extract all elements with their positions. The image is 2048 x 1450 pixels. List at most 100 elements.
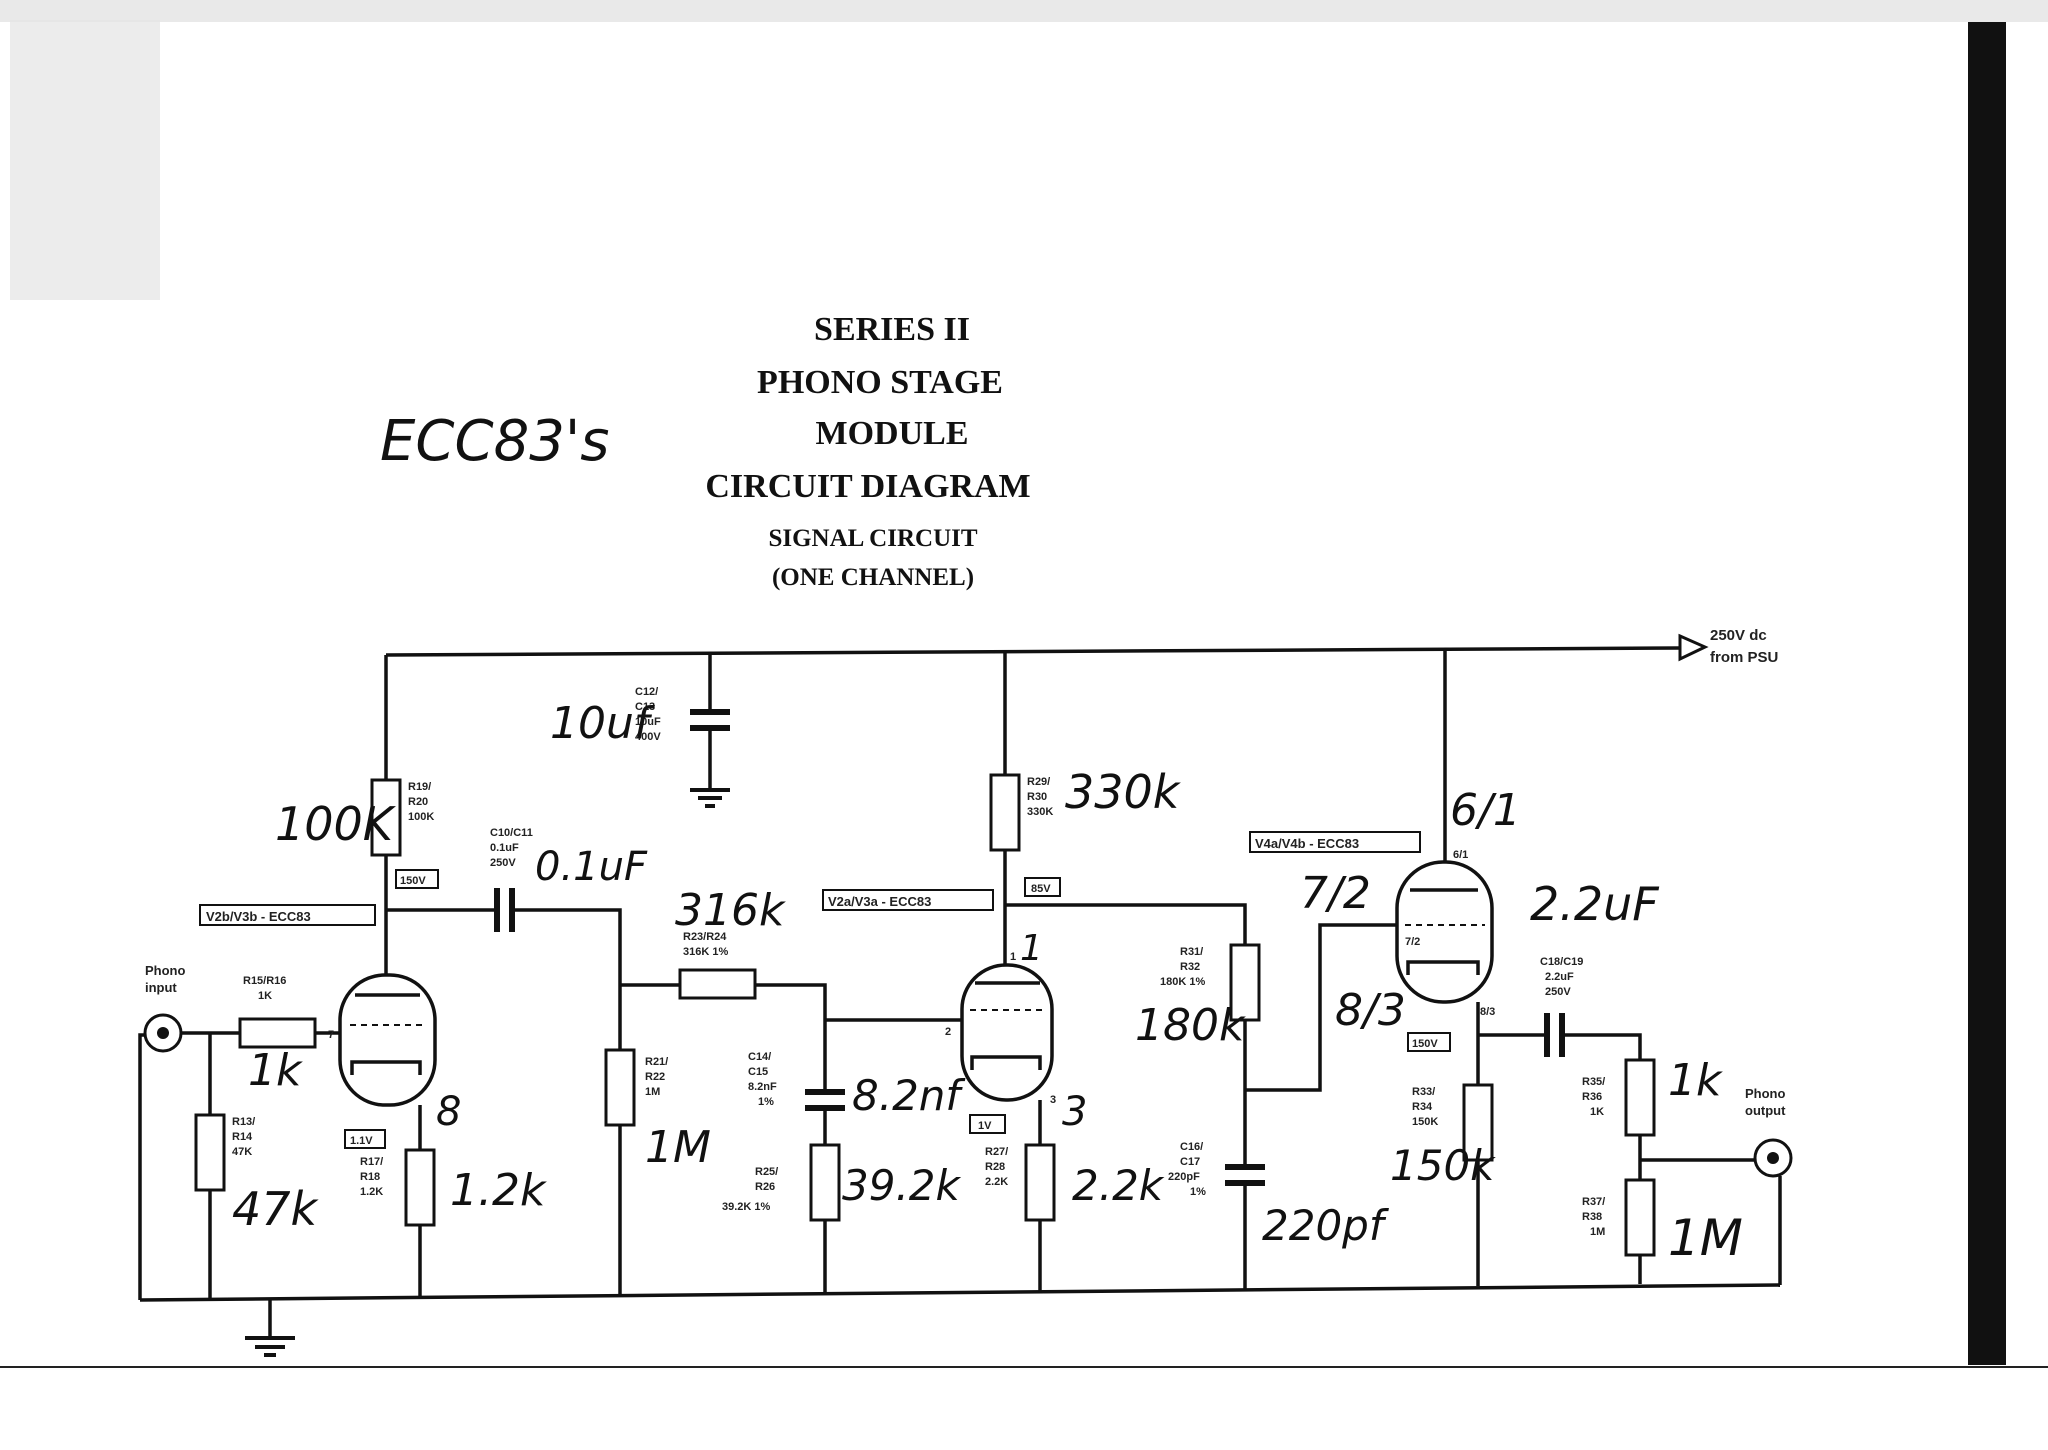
capacitor-c12: C12/ C13 10uF 400V 10uf	[550, 655, 730, 808]
svg-text:1K: 1K	[258, 990, 272, 1002]
svg-text:85V: 85V	[1031, 883, 1051, 895]
resistor-r17: 1.1V R17/ R18 1.2K 1.2k	[344, 1105, 547, 1298]
capacitor-c16: C16/ C17 220pF 1% 220pf	[1168, 1090, 1390, 1289]
resistor-r15: R15/R16 1K 1k	[238, 975, 340, 1096]
svg-text:V4a/V4b - ECC83: V4a/V4b - ECC83	[1255, 836, 1359, 851]
svg-text:39.2K 1%: 39.2K 1%	[722, 1201, 771, 1213]
svg-text:R15/R16: R15/R16	[243, 975, 286, 987]
supply-label-1: 250V dc	[1710, 627, 1767, 644]
svg-text:R19/: R19/	[408, 781, 431, 793]
svg-text:R38: R38	[1582, 1211, 1602, 1223]
svg-text:C14/: C14/	[748, 1051, 771, 1063]
svg-text:R28: R28	[985, 1161, 1005, 1173]
supply-arrow-icon	[1678, 633, 1709, 662]
title-line-2: PHONO STAGE	[757, 364, 1003, 401]
svg-text:8/3: 8/3	[1335, 985, 1406, 1036]
scan-edge-top	[0, 0, 2048, 22]
title-line-3: MODULE	[816, 415, 969, 452]
svg-text:180K 1%: 180K 1%	[1160, 976, 1205, 988]
svg-text:2.2k: 2.2k	[1072, 1161, 1165, 1210]
resistor-r29: R29/ R30 330K 330k 85V	[989, 652, 1247, 965]
resistor-r35: R35/ R36 1K 1k	[1582, 1055, 1723, 1175]
resistor-r27: 1V R27/ R28 2.2K 2.2k	[969, 1100, 1165, 1292]
title-line-4: CIRCUIT DIAGRAM	[705, 468, 1030, 505]
svg-text:180k: 180k	[1135, 1000, 1246, 1051]
ground-rail	[139, 1283, 1781, 1357]
svg-text:250V: 250V	[1545, 986, 1571, 998]
svg-text:C18/C19: C18/C19	[1540, 956, 1583, 968]
svg-text:Phono: Phono	[1745, 1086, 1785, 1101]
capacitor-c10: C10/C11 0.1uF 250V 0.1uF	[386, 827, 648, 985]
svg-text:7/2: 7/2	[1300, 868, 1371, 919]
svg-text:R33/: R33/	[1412, 1086, 1435, 1098]
svg-text:R27/: R27/	[985, 1146, 1008, 1158]
scan-smudge	[10, 20, 160, 300]
resistor-r13: R13/ R14 47K 47k	[194, 1033, 320, 1298]
svg-text:100K: 100K	[408, 811, 434, 823]
svg-text:220pf: 220pf	[1262, 1201, 1390, 1250]
svg-text:8.2nF: 8.2nF	[748, 1081, 777, 1093]
svg-text:R14: R14	[232, 1131, 253, 1143]
phono-output: Phono output	[1640, 1086, 1793, 1285]
svg-text:39.2k: 39.2k	[842, 1161, 962, 1210]
svg-text:0.1uF: 0.1uF	[535, 844, 648, 890]
svg-text:0.1uF: 0.1uF	[490, 842, 519, 854]
tube-v4: V4a/V4b - ECC83 6/1 7/2 8/3 6/1 7/2 8/3	[1245, 650, 1521, 1092]
svg-text:R23/R24: R23/R24	[683, 931, 727, 943]
svg-text:3: 3	[1062, 1089, 1087, 1135]
svg-text:1.2K: 1.2K	[360, 1186, 383, 1198]
svg-text:100K: 100K	[275, 797, 397, 851]
svg-text:R18: R18	[360, 1171, 380, 1183]
supply-label-2: from PSU	[1710, 649, 1778, 666]
svg-text:7: 7	[328, 1029, 334, 1041]
capacitor-c18: C18/C19 2.2uF 250V 2.2uF	[1478, 877, 1659, 1060]
svg-text:1%: 1%	[1190, 1186, 1206, 1198]
svg-text:330k: 330k	[1065, 765, 1182, 819]
svg-text:2: 2	[945, 1026, 951, 1038]
svg-text:R30: R30	[1027, 791, 1047, 803]
svg-text:V2b/V3b - ECC83: V2b/V3b - ECC83	[206, 909, 311, 924]
svg-text:220pF: 220pF	[1168, 1171, 1200, 1183]
svg-text:1K: 1K	[1590, 1106, 1604, 1118]
svg-text:C15: C15	[748, 1066, 768, 1078]
resistor-r21: R21/ R22 1M 1M	[604, 985, 711, 1295]
svg-text:C17: C17	[1180, 1156, 1200, 1168]
resistor-r37: R37/ R38 1M 1M	[1582, 1175, 1743, 1284]
svg-text:47k: 47k	[232, 1182, 320, 1236]
svg-text:400V: 400V	[635, 731, 661, 743]
svg-text:output: output	[1745, 1103, 1786, 1118]
svg-text:R31/: R31/	[1180, 946, 1203, 958]
svg-text:150k: 150k	[1390, 1141, 1496, 1190]
svg-text:1: 1	[1010, 951, 1016, 963]
tube-v1-label-box	[199, 904, 376, 926]
subtitle-line-1: SIGNAL CIRCUIT	[768, 525, 977, 552]
phono-input-label-2: input	[145, 980, 177, 995]
svg-text:250V: 250V	[490, 857, 516, 869]
supply-rail: 250V dc from PSU	[385, 627, 1778, 666]
svg-text:1M: 1M	[645, 1122, 711, 1173]
phono-input: Phono input	[138, 963, 240, 1300]
svg-text:R21/: R21/	[645, 1056, 668, 1068]
svg-text:1V: 1V	[978, 1120, 992, 1132]
svg-text:1M: 1M	[645, 1086, 660, 1098]
svg-text:R25/: R25/	[755, 1166, 778, 1178]
svg-text:1k: 1k	[248, 1045, 303, 1096]
svg-text:R26: R26	[755, 1181, 775, 1193]
scan-edge-right	[1968, 10, 2006, 1365]
resistor-r23: R23/R24 316K 1% 316k	[620, 885, 827, 1020]
resistor-r31: R31/ R32 180K 1% 180k	[1135, 943, 1261, 1090]
phono-input-label-1: Phono	[145, 963, 185, 978]
svg-text:2.2uF: 2.2uF	[1530, 877, 1659, 931]
svg-text:10uf: 10uf	[550, 698, 656, 749]
title-line-1: SERIES II	[814, 311, 970, 348]
svg-text:R22: R22	[645, 1071, 665, 1083]
resistor-r25: R25/ R26 39.2K 1% 39.2k	[722, 1143, 962, 1293]
title-block: SERIES II PHONO STAGE MODULE CIRCUIT DIA…	[705, 311, 1030, 591]
svg-text:10uF: 10uF	[635, 716, 661, 728]
svg-text:R29/: R29/	[1027, 776, 1050, 788]
svg-text:1%: 1%	[758, 1096, 774, 1108]
svg-text:C13: C13	[635, 701, 655, 713]
svg-text:1M: 1M	[1590, 1226, 1605, 1238]
svg-text:R13/: R13/	[232, 1116, 255, 1128]
